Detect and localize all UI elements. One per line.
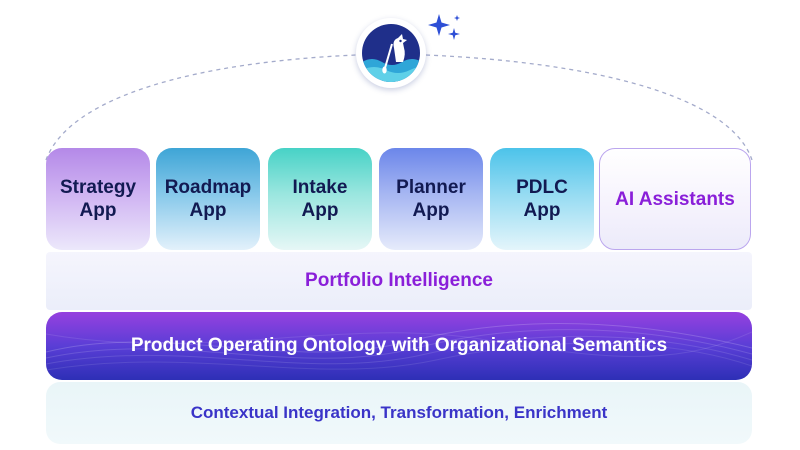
ai-assistants-label: AI Assistants: [615, 188, 735, 210]
ontology-layer: Product Operating Ontology with Organiza…: [46, 312, 752, 380]
intake-app-tile: Intake App: [268, 148, 372, 250]
roadmap-app-label: Roadmap App: [164, 177, 252, 221]
intake-app-label: Intake App: [292, 177, 348, 221]
portfolio-intelligence-layer: Portfolio Intelligence: [46, 252, 752, 310]
contextual-integration-label: Contextual Integration, Transformation, …: [190, 403, 608, 422]
strategy-app-label: Strategy App: [59, 177, 137, 221]
roadmap-app-tile: Roadmap App: [156, 148, 260, 250]
planner-app-label: Planner App: [396, 177, 466, 221]
strategy-app-tile: Strategy App: [46, 148, 150, 250]
sea-dragon-logo-icon: [356, 18, 426, 88]
pdlc-app-tile: PDLC App: [490, 148, 594, 250]
ai-assistants-tile: AI Assistants: [599, 148, 751, 250]
planner-app-tile: Planner App: [379, 148, 483, 250]
contextual-integration-layer: Contextual Integration, Transformation, …: [46, 382, 752, 444]
sparkle-icon: [428, 14, 460, 40]
pdlc-app-label: PDLC App: [516, 177, 568, 221]
ontology-label: Product Operating Ontology with Organiza…: [130, 335, 668, 356]
portfolio-intelligence-label: Portfolio Intelligence: [305, 270, 493, 291]
